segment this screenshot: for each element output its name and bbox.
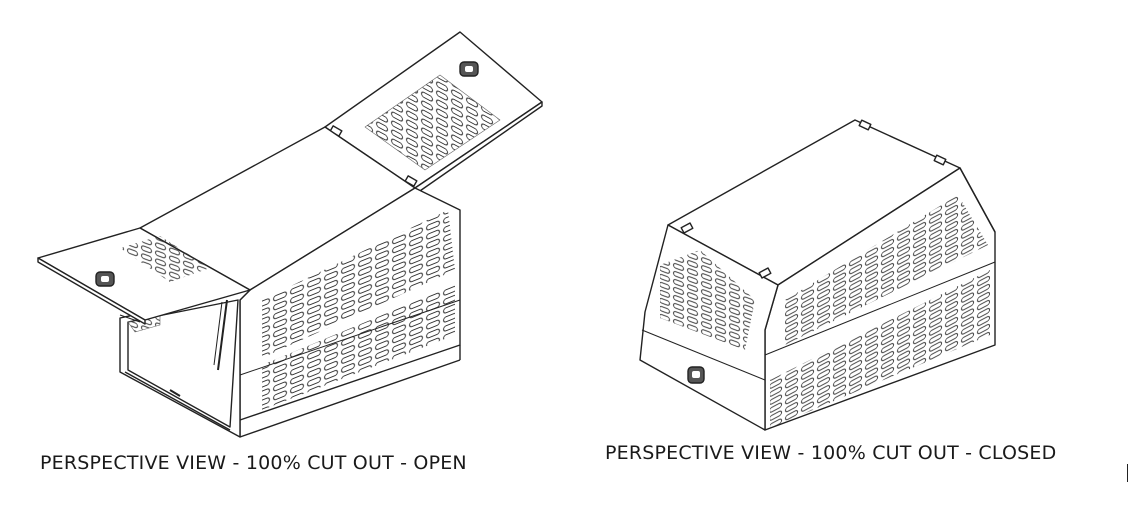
- open-front-lid: [37, 227, 251, 325]
- closed-box-view: [639, 119, 996, 431]
- open-view-caption: PERSPECTIVE VIEW - 100% CUT OUT - OPEN: [40, 452, 467, 474]
- closed-view-caption: PERSPECTIVE VIEW - 100% CUT OUT - CLOSED: [605, 442, 1057, 464]
- lock-icon: [687, 366, 705, 384]
- open-front-frame: [119, 289, 251, 438]
- open-top-lid: [324, 31, 543, 194]
- closed-end-face: [639, 224, 779, 431]
- lock-icon: [459, 61, 479, 77]
- open-box-view: [37, 31, 543, 438]
- closed-body-side: [764, 167, 996, 431]
- sheet-edge-mark: [1127, 464, 1128, 482]
- lock-icon: [95, 271, 115, 287]
